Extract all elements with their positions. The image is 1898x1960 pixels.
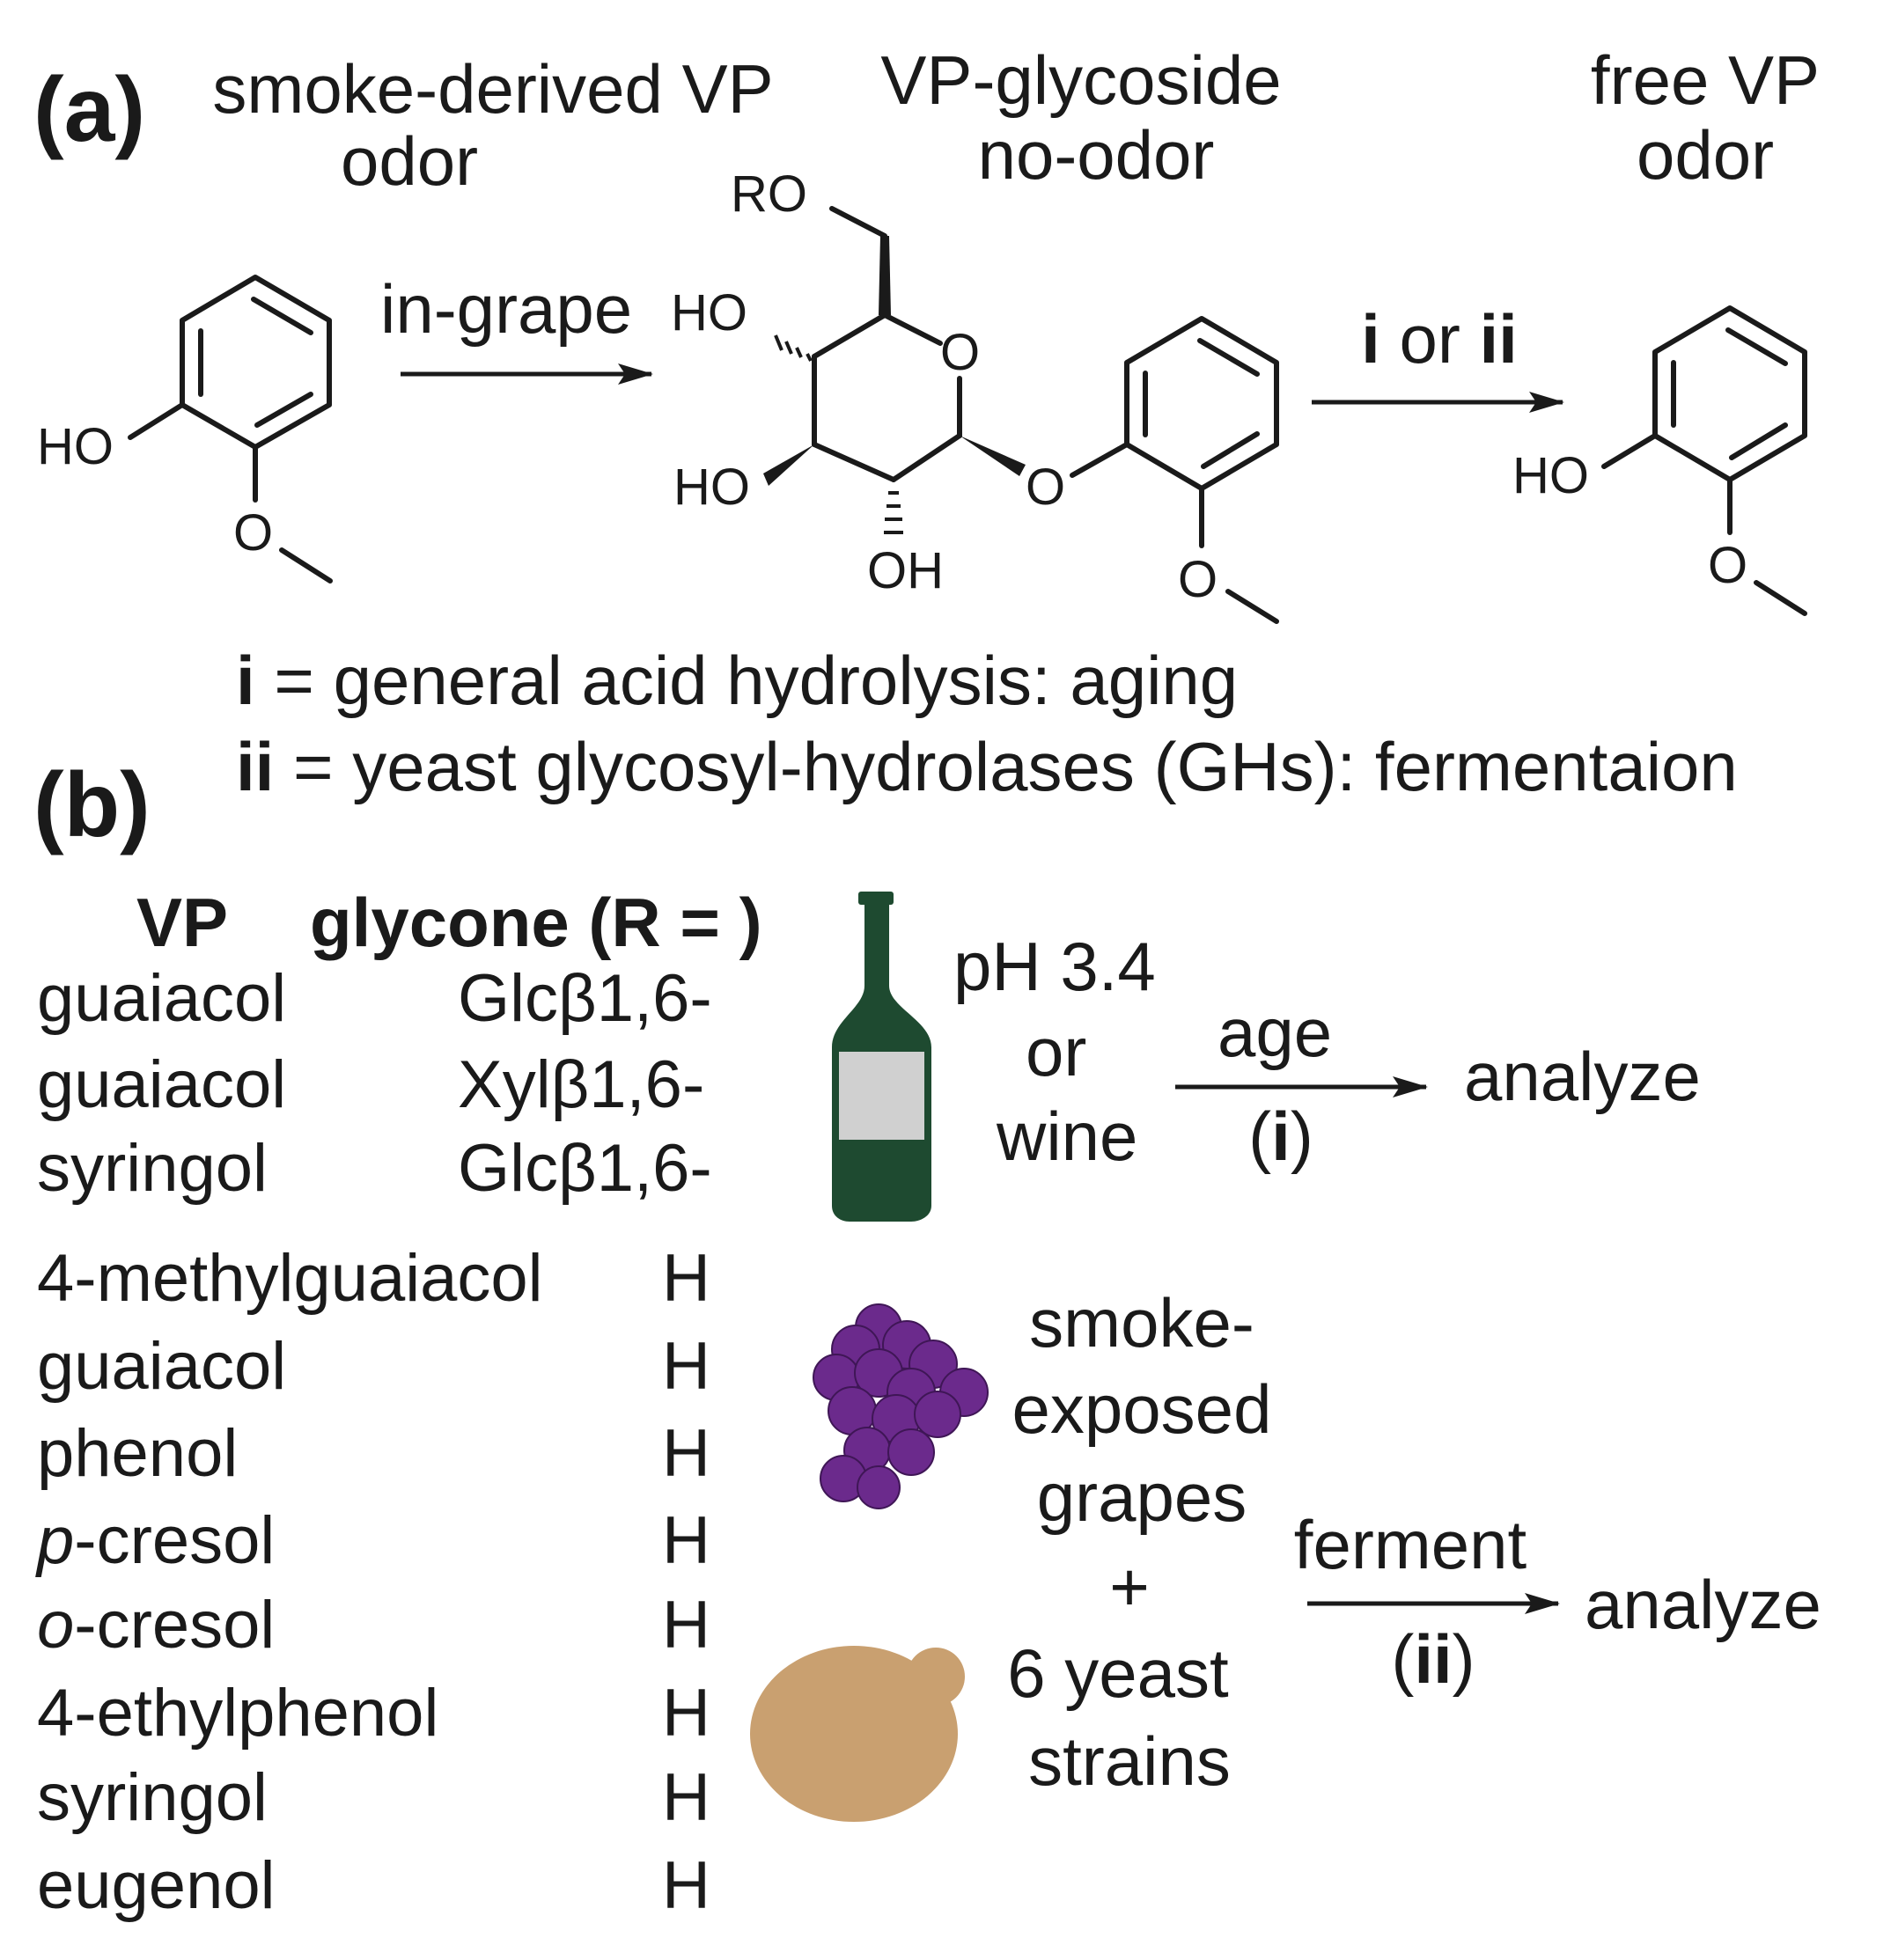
panel-a: (a) smoke-derived VP odor VP-glycoside n… [33,41,1820,805]
row-vp: guaiacol [37,1329,286,1404]
row-vp: 4-methylguaiacol [37,1241,543,1316]
guaiacol-structure-left: HO O [37,275,333,584]
heading-no-odor: no-odor [978,116,1215,194]
row-vp: p-cresol [35,1503,275,1578]
row-vp: syringol [37,1760,268,1835]
arrow-label-ferment: ferment [1294,1506,1527,1583]
atom-glycosidic-o: O [1026,459,1065,516]
heading-free-vp: free VP [1591,41,1820,119]
row-glycone: Glcβ1,6- [458,1131,712,1206]
atom-ho: HO [37,418,114,475]
vp-glycoside-structure: RO HO O HO OH O [671,165,1279,624]
atom-ro: RO [731,165,807,223]
atom-o: O [1708,537,1747,594]
ferment-smoke: smoke- [1029,1284,1254,1362]
row-vp: o-cresol [37,1588,275,1663]
row-glycone: H [662,1760,710,1835]
result-analyze-ferment: analyze [1585,1566,1821,1643]
panel-b-label: (b) [33,754,151,856]
heading-smoke-derived-vp: smoke-derived VP [212,50,773,128]
header-vp: VP [136,884,228,961]
row-glycone: H [662,1848,710,1923]
wine-bottle-icon [832,892,931,1222]
heading-odor-2: odor [1637,116,1774,194]
row-vp: syringol [37,1131,268,1206]
guaiacol-structure-right: HO O [1512,305,1807,616]
arrow-label-i-or-ii: i or ii [1361,300,1518,378]
yeast-cell-icon [750,1646,965,1822]
row-glycone: H [662,1503,710,1578]
row-glycone: H [662,1416,710,1491]
legend-ii: ii = yeast glycosyl-hydrolases (GHs): fe… [236,728,1738,805]
arrow-label-age: age [1218,994,1332,1071]
atom-oh: OH [867,542,944,599]
legend-i: i = general acid hydrolysis: aging [236,642,1238,719]
ferment-6-yeast: 6 yeast [1007,1634,1229,1712]
row-glycone: Glcβ1,6- [458,961,712,1036]
row-vp: eugenol [37,1848,276,1923]
arrow-sub-ii: (ii) [1391,1620,1475,1698]
condition-wine: wine [996,1097,1137,1175]
atom-o: O [233,504,273,562]
row-vp: guaiacol [37,961,286,1036]
row-vp: guaiacol [37,1047,286,1122]
atom-methoxy-o: O [1178,551,1218,608]
grape-cluster-icon [813,1303,989,1509]
header-glycone: glycone (R = ) [310,884,762,961]
ferment-grapes: grapes [1037,1458,1247,1536]
heading-odor-1: odor [341,122,478,200]
atom-ho: HO [1512,447,1589,504]
row-glycone: H [662,1588,710,1663]
row-glycone: H [662,1241,710,1316]
row-vp: phenol [37,1416,238,1491]
row-glycone: H [662,1329,710,1404]
condition-or: or [1026,1013,1086,1090]
atom-ho-upper: HO [671,284,747,341]
arrow-sub-i: (i) [1248,1097,1313,1175]
vp-table: guaiacol Glcβ1,6- guaiacol Xylβ1,6- syri… [35,961,712,1923]
row-glycone: H [662,1676,710,1751]
ferment-strains: strains [1028,1722,1231,1800]
atom-ring-o: O [940,324,980,381]
arrow-label-in-grape: in-grape [380,270,632,348]
row-vp: 4-ethylphenol [37,1676,438,1751]
condition-ph: pH 3.4 [953,928,1156,1005]
ferment-plus: + [1109,1548,1150,1626]
heading-vp-glycoside: VP-glycoside [880,41,1281,119]
atom-ho-lower: HO [673,459,750,516]
ferment-exposed: exposed [1012,1370,1272,1448]
panel-a-label: (a) [33,59,145,161]
panel-b: (b) VP glycone (R = ) guaiacol Glcβ1,6- … [33,754,1821,1923]
row-glycone: Xylβ1,6- [458,1047,704,1122]
result-analyze-aging: analyze [1464,1038,1701,1115]
